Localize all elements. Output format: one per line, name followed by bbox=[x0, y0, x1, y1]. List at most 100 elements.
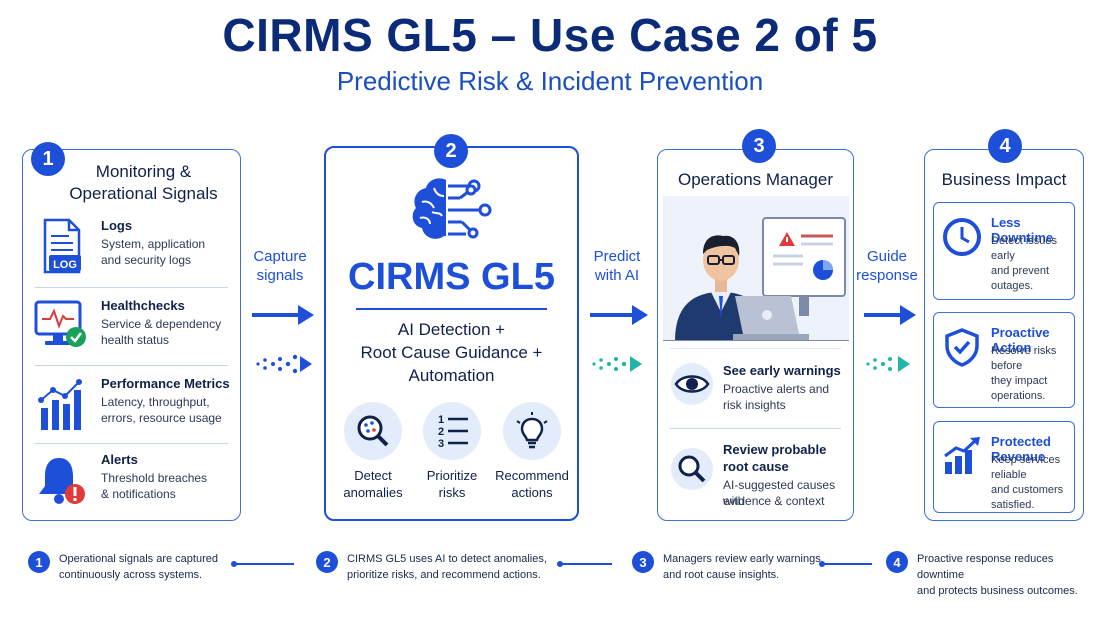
step-badge-3: 3 bbox=[742, 129, 776, 163]
impact-less-downtime: Less Downtime Detect issues early and pr… bbox=[933, 202, 1075, 300]
dotted-arrow-icon bbox=[256, 354, 312, 374]
alerts-desc-1: Threshold breaches bbox=[101, 471, 208, 485]
capability-prioritize: 1 2 3 Prioritize risks bbox=[412, 402, 492, 501]
capability-detect-line1: Detect bbox=[354, 468, 392, 483]
footer-step-3-line1: Managers review early warnings bbox=[663, 553, 821, 565]
flow-label-guide: Guide response bbox=[856, 248, 918, 284]
review-root-cause-title-1: Review probable bbox=[723, 442, 827, 457]
step-badge-2: 2 bbox=[434, 134, 468, 168]
impact-protected-revenue: Protected Revenue Keep services reliable… bbox=[933, 421, 1075, 513]
footer-step-3-line2: and root cause insights. bbox=[663, 569, 780, 581]
capability-prioritize-line2: risks bbox=[438, 485, 466, 500]
healthchecks-desc-1: Service & dependency bbox=[101, 317, 222, 331]
ai-brain-icon bbox=[412, 178, 492, 239]
protected-revenue-title: Protected Revenue bbox=[991, 434, 1051, 464]
healthchecks-title: Healthchecks bbox=[101, 298, 185, 313]
capability-detect-line2: anomalies bbox=[343, 485, 403, 500]
footer-step-4-line2: and protects business outcomes. bbox=[917, 585, 1078, 597]
see-early-warnings-item: See early warnings Proactive alerts and … bbox=[668, 360, 843, 430]
capability-recommend-line2: actions bbox=[511, 485, 553, 500]
log-file-icon: LOG bbox=[33, 218, 89, 278]
monitor-check-icon bbox=[33, 298, 89, 358]
footer-step-1-line2: continuously across systems. bbox=[59, 569, 203, 581]
log-icon-label: LOG bbox=[53, 259, 77, 271]
capability-prioritize-line1: Prioritize bbox=[426, 468, 478, 483]
footer-step-2-line2: prioritize risks, and recommend actions. bbox=[347, 569, 541, 581]
footer-step-2-line1: CIRMS GL5 uses AI to detect anomalies, bbox=[347, 553, 547, 565]
dotted-arrow-icon bbox=[592, 356, 642, 372]
eye-icon bbox=[671, 363, 713, 405]
footer-step-4: 4 Proactive response reduces downtime an… bbox=[886, 551, 1100, 599]
lightbulb-icon bbox=[503, 402, 561, 460]
signal-item-performance: Performance Metrics Latency, throughput,… bbox=[33, 376, 230, 436]
see-early-warnings-title: See early warnings bbox=[723, 363, 841, 378]
business-impact-title: Business Impact bbox=[941, 170, 1067, 189]
footer-connector bbox=[819, 561, 872, 566]
step-badge-4: 4 bbox=[988, 129, 1022, 163]
cirms-core-panel: 2 CIRMS GL5 AI Detection + Root Cause Gu… bbox=[324, 134, 579, 521]
see-early-warnings-desc-2: risk insights bbox=[723, 398, 786, 412]
less-downtime-desc: Detect issues early and prevent outages. bbox=[991, 235, 1058, 292]
proactive-action-desc: Resolve risks before they impact operati… bbox=[991, 345, 1057, 402]
review-root-cause-desc-2: evidence & context bbox=[723, 494, 825, 508]
logs-title: Logs bbox=[101, 218, 133, 233]
performance-title: Performance Metrics bbox=[101, 376, 230, 391]
divider bbox=[35, 365, 228, 366]
signal-item-healthchecks: Healthchecks Service & dependency health… bbox=[33, 298, 230, 358]
logs-desc-1: System, application bbox=[101, 237, 206, 251]
arrow-right-icon bbox=[590, 305, 648, 325]
flow-label-capture: Capture signals bbox=[253, 248, 307, 284]
capability-recommend-line1: Recommend bbox=[495, 468, 569, 483]
alerts-desc-2: & notifications bbox=[101, 487, 176, 501]
svg-text:3: 3 bbox=[438, 438, 444, 450]
footer-step-4-line1: Proactive response reduces downtime bbox=[917, 553, 1054, 581]
footer-step-1-line1: Operational signals are captured bbox=[59, 553, 218, 565]
less-downtime-title: Less Downtime bbox=[991, 215, 1054, 245]
divider bbox=[356, 308, 547, 310]
alerts-title: Alerts bbox=[101, 452, 138, 467]
see-early-warnings-desc-1: Proactive alerts and bbox=[723, 382, 830, 396]
bar-chart-icon bbox=[33, 376, 89, 436]
divider bbox=[670, 348, 841, 349]
step-badge-1: 1 bbox=[31, 142, 65, 176]
review-root-cause-item: Review probable root cause AI-suggested … bbox=[668, 441, 843, 511]
protected-revenue-desc: Keep services reliable and customers sat… bbox=[991, 454, 1064, 511]
divider bbox=[670, 428, 841, 429]
operations-manager-panel: 3 Operations Manager See earl bbox=[657, 129, 854, 521]
footer-step-badge: 3 bbox=[632, 551, 654, 573]
footer-step-badge: 2 bbox=[316, 551, 338, 573]
capability-recommend: Recommend actions bbox=[492, 402, 572, 501]
manager-at-laptop-illustration bbox=[663, 196, 849, 341]
cirms-capabilities-text: AI Detection + Root Cause Guidance + Aut… bbox=[360, 320, 543, 385]
footer-step-badge: 1 bbox=[28, 551, 50, 573]
performance-desc-1: Latency, throughput, bbox=[101, 395, 210, 409]
footer-step-2: 2 CIRMS GL5 uses AI to detect anomalies,… bbox=[316, 551, 547, 583]
business-impact-panel: 4 Business Impact Less Downtime Detect i… bbox=[924, 129, 1084, 521]
shield-check-icon bbox=[945, 328, 979, 367]
bell-alert-icon bbox=[33, 452, 89, 512]
numbered-list-icon: 1 2 3 bbox=[423, 402, 481, 460]
arrow-right-icon bbox=[864, 305, 916, 325]
signal-item-alerts: Alerts Threshold breaches & notification… bbox=[33, 452, 230, 512]
page-title: CIRMS GL5 – Use Case 2 of 5 bbox=[222, 9, 878, 61]
review-root-cause-desc-1: AI-suggested causes with bbox=[723, 478, 836, 508]
divider bbox=[35, 443, 228, 444]
flow-label-predict: Predict with AI bbox=[593, 248, 641, 284]
footer-step-1: 1 Operational signals are captured conti… bbox=[28, 551, 218, 583]
page-subtitle: Predictive Risk & Incident Prevention bbox=[336, 66, 764, 96]
footer-connector bbox=[231, 561, 294, 566]
clock-icon bbox=[943, 218, 981, 256]
dotted-arrow-icon bbox=[866, 356, 910, 372]
monitoring-panel: 1 Monitoring & Operational Signals LOG L… bbox=[22, 142, 241, 521]
growth-chart-icon bbox=[944, 437, 980, 474]
footer-step-badge: 4 bbox=[886, 551, 908, 573]
magnifier-anomaly-icon bbox=[344, 402, 402, 460]
footer-step-3: 3 Managers review early warnings and roo… bbox=[632, 551, 821, 583]
operations-manager-title: Operations Manager bbox=[678, 170, 833, 189]
svg-text:2: 2 bbox=[438, 426, 444, 438]
logs-desc-2: and security logs bbox=[101, 253, 192, 267]
healthchecks-desc-2: health status bbox=[101, 333, 170, 347]
cirms-brand-title: CIRMS GL5 bbox=[348, 256, 555, 298]
search-icon bbox=[671, 448, 713, 490]
signal-item-logs: LOG Logs System, application and securit… bbox=[33, 218, 230, 278]
